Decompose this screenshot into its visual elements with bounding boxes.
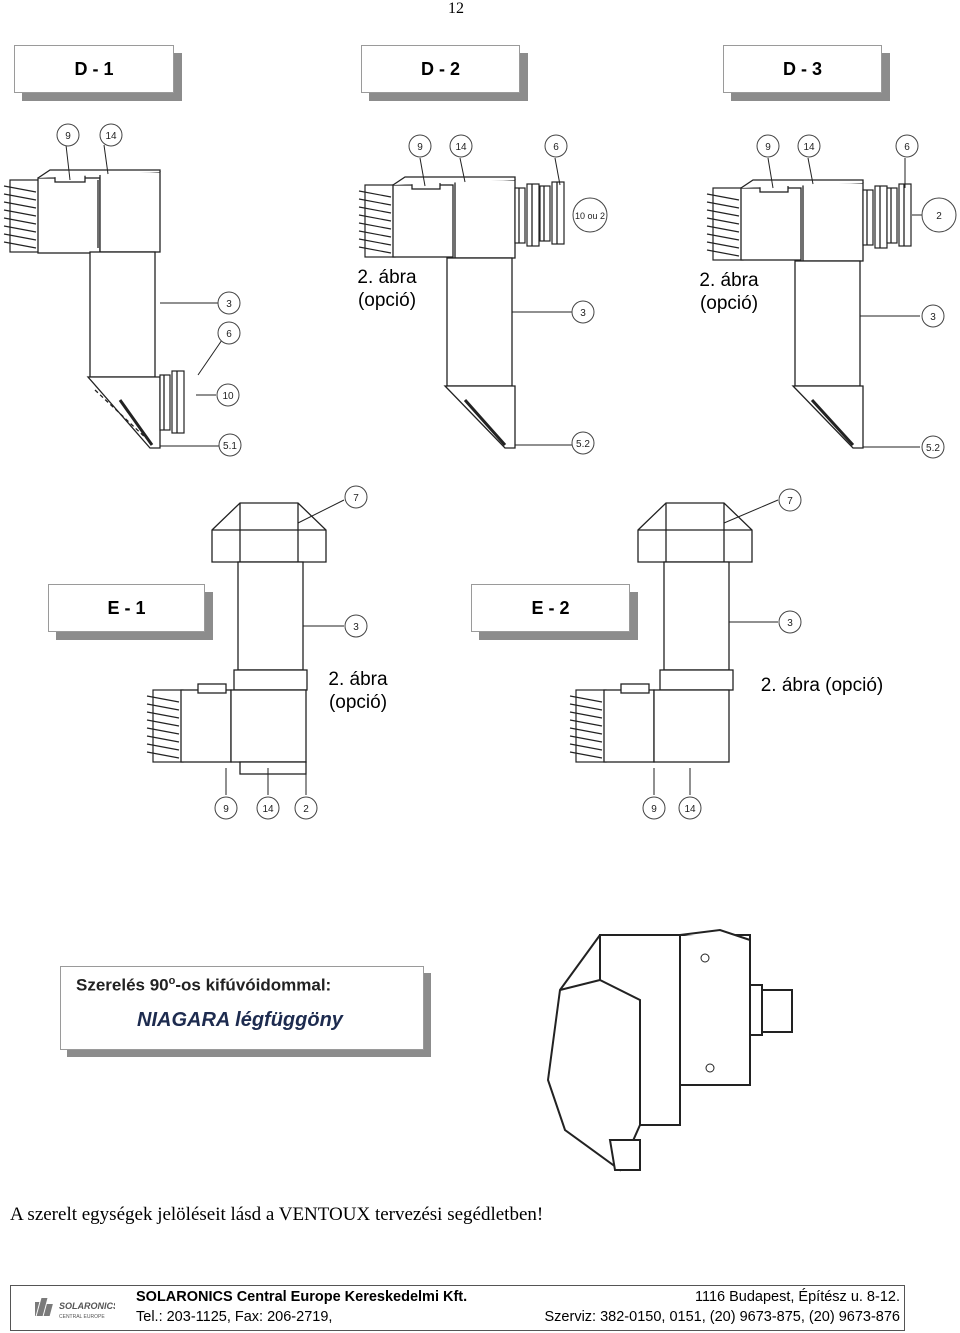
callout-7: 7 [353, 493, 359, 504]
page-number: 12 [448, 0, 464, 17]
note-text: A szerelt egységek jelöléseit lásd a VEN… [10, 1204, 544, 1225]
callout-9: 9 [65, 131, 71, 142]
label-d1: D - 1 [14, 45, 174, 93]
callout-14: 14 [803, 142, 815, 153]
callout-10: 10 [222, 391, 234, 402]
label-d3: D - 3 [723, 45, 882, 93]
callout-14: 14 [105, 131, 117, 142]
footer-phone: Tel.: 203-1125, Fax: 206-2719, [136, 1309, 333, 1325]
footer-service: Szerviz: 382-0150, 0151, (20) 9673-875, … [544, 1309, 900, 1325]
callout-7: 7 [787, 496, 793, 507]
callout-3: 3 [580, 308, 586, 319]
product-name: NIAGARA légfüggöny [137, 1009, 343, 1031]
callout-3: 3 [787, 618, 793, 629]
label-e2: E - 2 [471, 584, 630, 632]
svg-text:CENTRAL EUROPE: CENTRAL EUROPE [59, 1314, 105, 1320]
solaronics-logo: SOLARONICS CENTRAL EUROPE [29, 1296, 119, 1327]
mounting-title: Szerelés 90o-os kifúvóidommal: [76, 975, 332, 995]
label-e1: E - 1 [48, 584, 205, 632]
callout-14: 14 [684, 804, 696, 815]
callout-2: 2 [303, 804, 309, 815]
callout-3: 3 [930, 312, 936, 323]
callout-6: 6 [904, 142, 910, 153]
callout-14: 14 [455, 142, 467, 153]
footer: SOLARONICS CENTRAL EUROPE SOLARONICS Cen… [10, 1285, 905, 1331]
label-d2: D - 2 [361, 45, 520, 93]
callout-9: 9 [651, 804, 657, 815]
caption-d2-abra: 2. ábra (opció) [357, 267, 417, 311]
callout-5-2: 5.2 [926, 443, 940, 454]
footer-address: 1116 Budapest, Építész u. 8-12. [694, 1289, 900, 1305]
callout-3: 3 [226, 299, 232, 310]
callout-6: 6 [226, 329, 232, 340]
callout-9: 9 [223, 804, 229, 815]
callout-6: 6 [553, 142, 559, 153]
callout-9: 9 [417, 142, 423, 153]
footer-company: SOLARONICS Central Europe Kereskedelmi K… [136, 1289, 468, 1305]
callout-5-1: 5.1 [223, 441, 237, 452]
callout-2: 2 [936, 211, 942, 222]
mounting-info-box: Szerelés 90o-os kifúvóidommal: NIAGARA l… [60, 966, 424, 1050]
caption-e1-abra: 2. ábra (opció) [328, 669, 388, 713]
callout-10-ou-2: 10 ou 2 [575, 211, 605, 221]
caption-e2-abra: 2. ábra (opció) [760, 675, 884, 696]
callout-9: 9 [765, 142, 771, 153]
svg-text:SOLARONICS: SOLARONICS [59, 1301, 115, 1311]
callout-14: 14 [262, 804, 274, 815]
callout-3: 3 [353, 622, 359, 633]
caption-d3-abra: 2. ábra (opció) [699, 270, 759, 314]
callout-5-2: 5.2 [576, 439, 590, 450]
